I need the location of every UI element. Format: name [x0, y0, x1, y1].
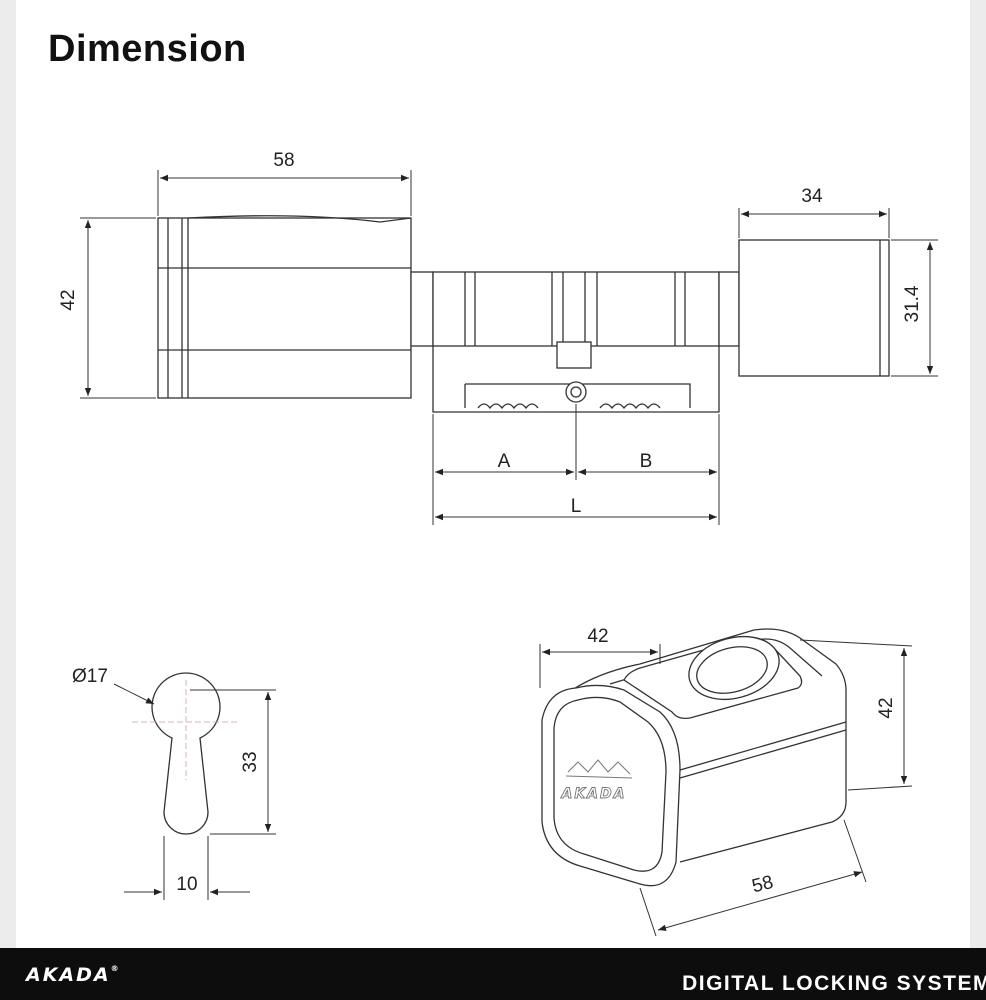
isometric-view	[541, 628, 847, 887]
dim-thumb-turn-length: 34	[801, 186, 823, 207]
page-title: Dimension	[48, 28, 247, 70]
side-view-dimensions	[80, 170, 938, 525]
thumb-turn	[738, 239, 890, 377]
svg-text:AKADA: AKADA	[561, 786, 627, 802]
footer-tagline: DIGITAL LOCKING SYSTEM	[682, 972, 986, 995]
technical-drawing: 58 42 34 31.4 A B L Ø17 33 10	[58, 150, 938, 937]
dim-iso-length: 58	[750, 872, 776, 897]
profile-view	[132, 672, 240, 835]
dim-b: B	[640, 451, 653, 472]
akada-logo: AKADA	[560, 759, 633, 802]
cylinder-body	[410, 271, 740, 413]
dim-l: L	[571, 496, 582, 517]
footer-brand-logo: AKADA®	[26, 964, 121, 986]
profile-dimensions	[113, 683, 276, 900]
dim-knob-length: 58	[273, 150, 294, 171]
dim-a: A	[498, 451, 511, 472]
footer-bar: AKADA® DIGITAL LOCKING SYSTEM	[0, 948, 986, 1000]
dim-thumb-turn-height: 31.4	[902, 285, 923, 322]
dim-profile-width: 10	[176, 874, 197, 895]
dim-profile-diameter: Ø17	[72, 666, 108, 687]
knob-body	[157, 215, 412, 399]
dim-iso-height: 42	[876, 697, 897, 718]
dim-iso-width: 42	[587, 626, 608, 647]
isometric-dimensions	[539, 639, 913, 937]
dim-profile-height: 33	[240, 751, 261, 772]
side-view	[157, 215, 890, 413]
dim-knob-height: 42	[58, 289, 79, 310]
